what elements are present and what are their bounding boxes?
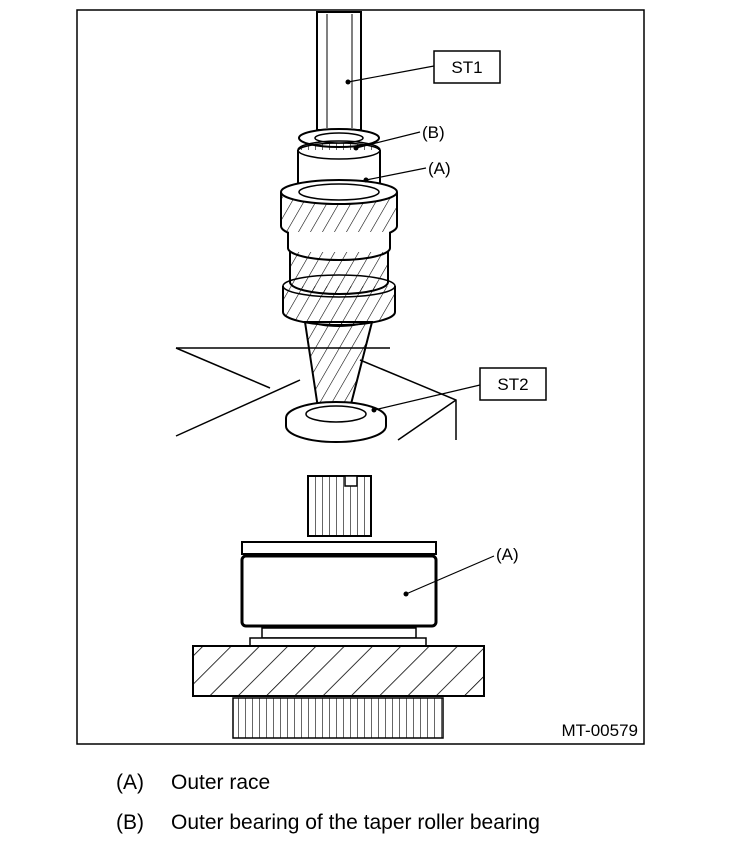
hatched-block — [192, 645, 485, 739]
callout-a-bottom: (A) — [403, 545, 519, 597]
callout-b: (B) — [353, 123, 445, 151]
callout-label-st1: ST1 — [451, 58, 482, 77]
figure-code: MT-00579 — [561, 721, 638, 740]
callout-label-b: (B) — [422, 123, 445, 142]
outer-race-a-bottom — [240, 541, 438, 647]
callout-st1: ST1 — [345, 50, 501, 85]
shaft-stub — [307, 475, 372, 537]
press-tool-st1 — [316, 11, 362, 131]
legend-key-b: (B) — [116, 811, 144, 834]
callout-label-st2: ST2 — [497, 375, 528, 394]
callout-label-a-top: (A) — [428, 159, 451, 178]
legend-item-a: (A) Outer race — [116, 771, 270, 795]
legend-key-a: (A) — [116, 771, 144, 794]
assembly-illustration: ST1 (B) (A) ST2 (A) MT-00579 — [76, 9, 645, 745]
callout-label-a-bottom: (A) — [496, 545, 519, 564]
callout-a-top: (A) — [363, 159, 451, 183]
legend-item-b: (B) Outer bearing of the taper roller bea… — [116, 811, 540, 835]
legend-text-b: Outer bearing of the taper roller bearin… — [171, 811, 540, 834]
base-plate-st2 — [175, 347, 457, 443]
callout-st2: ST2 — [371, 367, 547, 413]
legend-text-a: Outer race — [171, 771, 271, 794]
